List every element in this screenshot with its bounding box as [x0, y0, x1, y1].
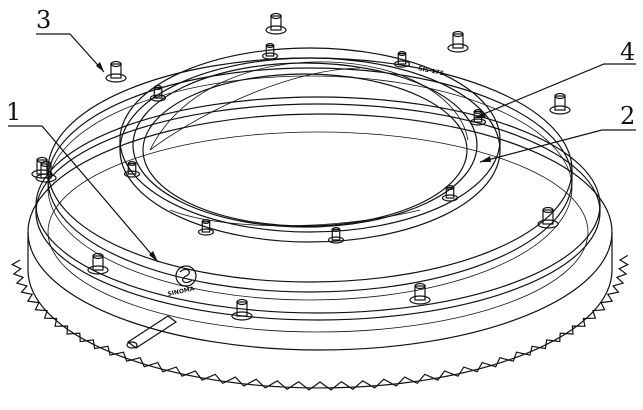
inner-screw-set	[123, 43, 487, 244]
outer-bolt	[31, 156, 53, 179]
outer-bolt	[105, 60, 127, 83]
outer-bolt	[549, 92, 571, 115]
window-ring	[132, 61, 478, 228]
leader-4	[473, 63, 636, 119]
callout-arrowheads	[96, 62, 491, 262]
leader-2	[479, 129, 636, 163]
outer-bolt	[35, 160, 57, 183]
base-flange	[35, 96, 601, 333]
inner-screw	[123, 161, 141, 178]
outer-bolt	[87, 252, 109, 275]
leader-1	[8, 125, 159, 263]
leader-3	[36, 33, 105, 73]
clamp-ring	[119, 47, 501, 243]
inner-screw	[149, 85, 167, 102]
body-ring	[47, 57, 573, 301]
outer-bolt	[409, 282, 431, 305]
brand-logo	[175, 265, 197, 287]
inner-screw	[393, 51, 411, 68]
handle-rod	[126, 315, 178, 349]
outer-toothed-ring	[10, 113, 630, 391]
inner-screw	[441, 185, 459, 202]
outer-bolt	[447, 30, 469, 53]
brand-mark-text: SINOMA	[167, 285, 195, 298]
outer-bolt	[537, 206, 559, 229]
inner-screw	[197, 219, 215, 236]
inner-screw	[327, 227, 345, 244]
callout-number-3: 3	[36, 6, 51, 34]
callout-number-1: 1	[6, 98, 21, 126]
outer-bolt	[231, 298, 253, 321]
callout-number-2: 2	[620, 102, 635, 130]
callout-number-4: 4	[620, 38, 635, 66]
callout-leaders	[8, 33, 636, 263]
outer-bolt	[265, 12, 287, 35]
outer-bolt-set	[31, 12, 571, 321]
inner-screw	[261, 43, 279, 60]
